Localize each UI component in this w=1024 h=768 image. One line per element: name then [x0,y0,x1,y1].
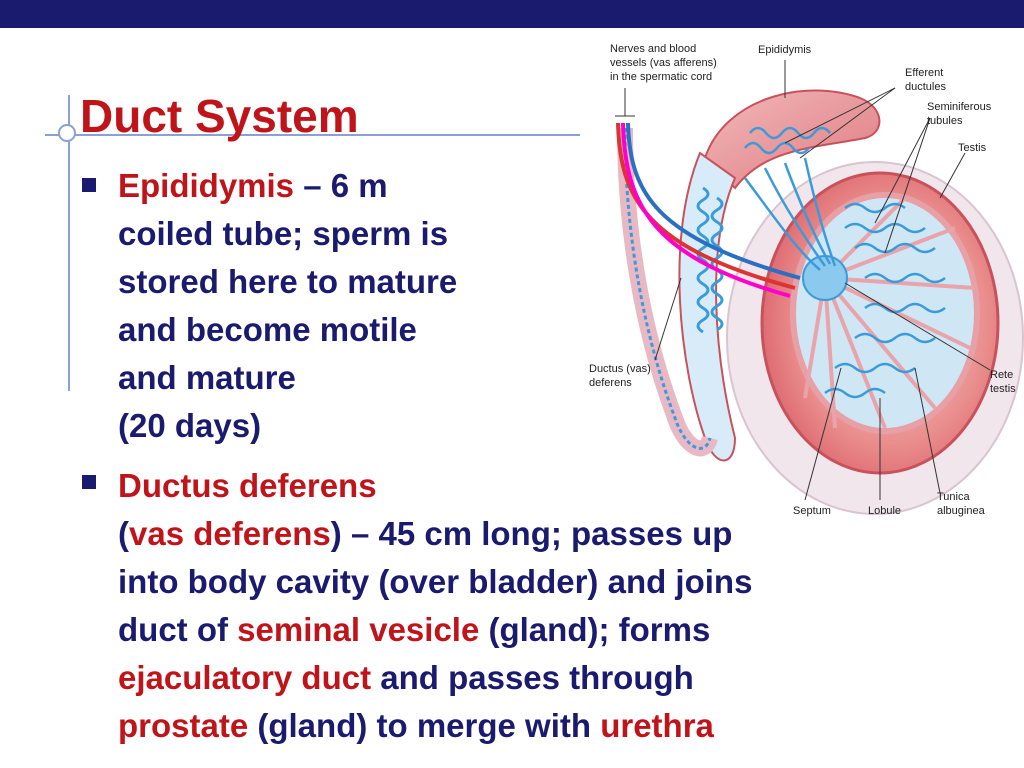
label-efferent-line1: Efferent [905,67,943,79]
label-rete-line1: Rete [990,369,1013,381]
seminiferous-tubules-shape [824,202,946,399]
bullet-text: (gland) to merge with [248,707,601,744]
bullet-line: duct of seminal vesicle (gland); forms [118,606,998,654]
bullet-line: prostate (gland) to merge with urethra [118,702,998,750]
bullet-line: coiled tube; sperm is [118,215,449,252]
term-seminal-vesicle: seminal vesicle [237,611,480,648]
label-rete-line2: testis [990,383,1016,395]
label-efferent-line2: ductules [905,81,946,93]
term-ductus-deferens: Ductus deferens [118,467,377,504]
ductus-deferens-lumen [623,127,712,450]
epididymis-body-shape [678,151,737,462]
label-epididymis: Epididymis [758,44,812,56]
label-nerves-line3: in the spermatic cord [610,71,712,83]
spermatic-cord-vessels [616,122,801,298]
crosshair-ornament [58,124,76,142]
label-seminiferous-line1: Seminiferous [927,101,992,113]
bullet-text: and passes through [371,659,694,696]
term-urethra: urethra [600,707,714,744]
square-bullet-icon [80,473,100,493]
label-seminiferous-line2: tubules [927,115,963,127]
epididymis-coils [744,126,831,155]
efferent-ductules-shape [743,157,837,271]
bullet-line: (vas deferens) – 45 cm long; passes up [118,510,998,558]
label-nerves-line2: vessels (vas afferens) [610,57,717,69]
label-testis: Testis [958,142,987,154]
term-ejaculatory-duct: ejaculatory duct [118,659,372,696]
label-ductus-line2: deferens [589,377,632,389]
term-vas-deferens: vas deferens [129,515,331,552]
label-lobule: Lobule [868,505,901,517]
label-ductus-line1: Ductus (vas) [589,363,651,375]
bullet-text: – 6 m [294,167,388,204]
bullet-line: Epididymis – 6 m [118,162,548,210]
epididymis-body-coils [696,186,724,334]
square-bullet-icon [80,176,100,196]
label-tunica-line1: Tunica [937,491,970,503]
bullet-text: ) – 45 cm long; passes up [330,515,733,552]
horizontal-guide-line [45,134,580,136]
slide-title: Duct System [80,90,359,142]
top-bar [0,0,1024,28]
testis-anatomy-diagram: Nerves and blood vessels (vas afferens) … [589,43,1024,517]
bullet-line: Ductus deferens [118,462,998,510]
bullet-line: and mature [118,359,296,396]
bullet-text: ( [118,515,129,552]
bullet-line: and become motile [118,311,417,348]
top-bar-divider [0,28,1024,32]
label-nerves-line1: Nerves and blood [610,43,696,55]
bullet-epididymis: Epididymis – 6 m coiled tube; sperm is s… [118,162,548,450]
term-epididymis: Epididymis [118,167,295,204]
lobules-region [790,192,980,434]
bullet-line: stored here to mature [118,263,458,300]
vertical-guide-line [68,95,70,391]
label-leader-lines [615,60,991,501]
label-septum: Septum [793,505,831,517]
bullet-text: (gland); forms [479,611,711,648]
rete-testis-shape [802,255,848,301]
term-prostate: prostate [118,707,249,744]
bullet-line: into body cavity (over bladder) and join… [118,563,753,600]
bullet-ductus-deferens: Ductus deferens (vas deferens) – 45 cm l… [118,462,998,750]
label-tunica-line2: albuginea [937,505,986,517]
bullet-line: (20 days) [118,407,262,444]
bullet-line: ejaculatory duct and passes through [118,654,998,702]
bullet-text: duct of [118,611,238,648]
